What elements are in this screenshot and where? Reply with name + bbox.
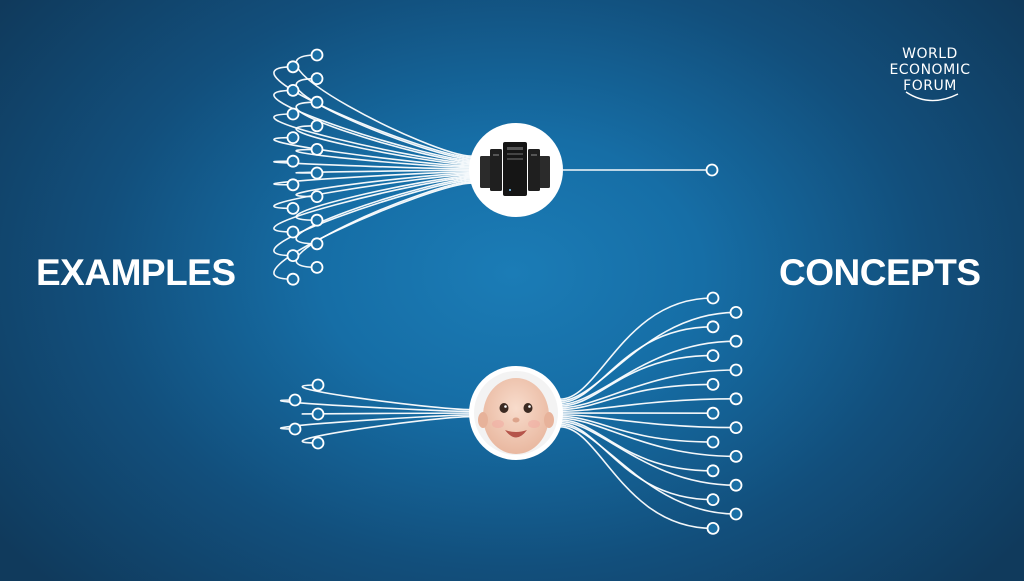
wire xyxy=(559,424,737,515)
wire xyxy=(295,101,473,163)
wire xyxy=(273,160,473,170)
logo-arc-icon xyxy=(905,91,959,102)
wire-node xyxy=(311,378,325,392)
wire-node xyxy=(288,393,302,407)
wire-node xyxy=(310,237,324,251)
wire-node xyxy=(729,363,743,377)
wire xyxy=(273,66,473,159)
wire xyxy=(559,422,714,501)
baby-hub xyxy=(469,366,563,460)
baby-face-icon xyxy=(474,371,558,455)
wire xyxy=(295,175,473,221)
wire-node xyxy=(310,166,324,180)
examples-label: EXAMPLES xyxy=(36,252,236,293)
wire xyxy=(295,125,473,166)
wire xyxy=(559,426,714,530)
wire xyxy=(301,412,473,415)
logo-line-2: ECONOMIC xyxy=(889,62,971,78)
wire-node xyxy=(310,142,324,156)
wire-node xyxy=(729,392,743,406)
wire-node xyxy=(310,190,324,204)
wire-node xyxy=(706,349,720,363)
wire-node xyxy=(729,421,743,435)
wire xyxy=(559,413,737,429)
wire-node xyxy=(310,119,324,133)
wire-node xyxy=(706,406,720,420)
wire-node xyxy=(310,260,324,274)
wire-node xyxy=(286,178,300,192)
wire xyxy=(295,169,473,174)
concepts-label: CONCEPTS xyxy=(779,252,981,293)
wire xyxy=(273,136,473,167)
wire xyxy=(280,414,473,430)
wire-node xyxy=(286,107,300,121)
output-node xyxy=(705,163,719,177)
wire xyxy=(559,354,714,407)
wire-node xyxy=(310,95,324,109)
wire xyxy=(273,170,473,186)
server-rack-icon xyxy=(480,142,550,196)
wire-node xyxy=(706,464,720,478)
wire xyxy=(559,383,714,411)
wire xyxy=(559,340,737,406)
wire xyxy=(273,173,473,210)
wire xyxy=(273,113,473,165)
wire xyxy=(295,77,473,160)
wire xyxy=(559,417,737,458)
wire-node xyxy=(286,272,300,286)
wire xyxy=(273,182,473,280)
wire xyxy=(295,180,473,269)
wire-node xyxy=(706,320,720,334)
wire-node xyxy=(706,493,720,507)
wire-node xyxy=(288,422,302,436)
wire xyxy=(559,420,737,486)
wire xyxy=(559,415,714,443)
logo-line-1: WORLD xyxy=(902,46,958,62)
wire-node xyxy=(286,154,300,168)
wire xyxy=(295,148,473,169)
wire-node xyxy=(286,60,300,74)
world-economic-forum-logo: WORLD ECONOMIC FORUM xyxy=(872,46,988,102)
logo-line-3: FORUM xyxy=(903,78,957,94)
wire-node xyxy=(729,449,743,463)
wire-node xyxy=(729,478,743,492)
wire xyxy=(273,89,473,162)
wire xyxy=(559,398,737,413)
wire-node xyxy=(311,436,325,450)
wire-node xyxy=(311,407,325,421)
wire-node xyxy=(286,131,300,145)
wire xyxy=(280,399,473,413)
wire xyxy=(559,311,737,402)
wire-node xyxy=(729,334,743,348)
wire xyxy=(559,326,714,404)
wire-node xyxy=(729,507,743,521)
wire xyxy=(301,384,473,411)
wire-node xyxy=(310,213,324,227)
wire xyxy=(559,419,714,472)
wire xyxy=(559,297,714,400)
connection-nodes xyxy=(286,48,743,535)
wire-node xyxy=(706,522,720,535)
wire-node xyxy=(310,72,324,85)
wire-node xyxy=(706,435,720,449)
wire xyxy=(559,369,737,409)
wire-node xyxy=(286,249,300,263)
wire xyxy=(295,54,473,157)
server-hub xyxy=(469,123,563,217)
wire xyxy=(295,178,473,245)
wire xyxy=(273,179,473,257)
wire-node xyxy=(706,377,720,391)
wire-node xyxy=(706,291,720,305)
wire-node xyxy=(729,305,743,319)
wire-node xyxy=(286,84,300,97)
wire xyxy=(295,172,473,198)
wire-node xyxy=(310,48,324,62)
wire-node xyxy=(286,225,300,239)
wire xyxy=(273,176,473,233)
wire-node xyxy=(286,201,300,215)
connection-lines xyxy=(273,54,737,530)
wire xyxy=(301,415,473,444)
